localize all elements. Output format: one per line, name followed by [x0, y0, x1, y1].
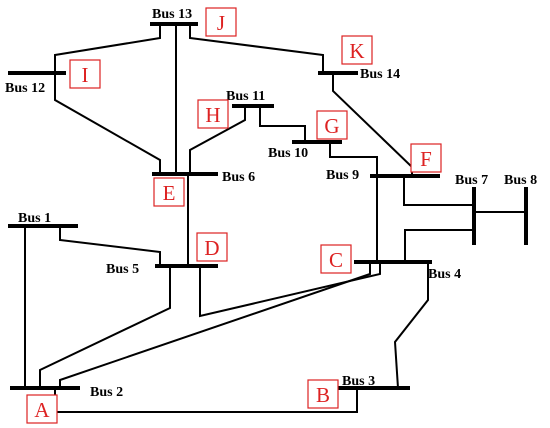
line-bus10-bus11	[259, 106, 306, 142]
line-bus2-bus5	[39, 266, 171, 388]
bus-5-label: Bus 5	[106, 262, 139, 277]
bus-4-label: Bus 4	[428, 267, 461, 282]
area-a-label: A	[26, 394, 58, 424]
svg-text:H: H	[205, 103, 220, 127]
area-k-label: K	[341, 35, 373, 65]
svg-text:D: D	[204, 236, 219, 260]
bus-8-label: Bus 8	[504, 173, 537, 188]
svg-text:E: E	[163, 181, 176, 205]
area-e-label: E	[153, 177, 185, 207]
bus-7-label: Bus 7	[455, 173, 488, 188]
line-bus6-bus11	[189, 106, 246, 174]
line-bus6-bus12	[54, 73, 161, 174]
svg-text:F: F	[420, 147, 432, 171]
bus-labels: Bus 1 Bus 2 Bus 3 Bus 4 Bus 5 Bus 6 Bus …	[5, 7, 537, 400]
svg-text:A: A	[34, 398, 50, 422]
line-bus13-bus14	[189, 24, 324, 73]
bus-13-label: Bus 13	[152, 7, 192, 22]
bus-12-label: Bus 12	[5, 81, 45, 96]
area-i-label: I	[69, 59, 101, 89]
svg-text:C: C	[329, 248, 343, 272]
transmission-lines	[24, 24, 526, 413]
area-c-label: C	[320, 244, 352, 274]
area-h-label: H	[197, 99, 229, 129]
area-j-label: J	[205, 7, 237, 37]
bus-9-label: Bus 9	[326, 168, 359, 183]
svg-text:J: J	[217, 11, 225, 35]
bus-14-label: Bus 14	[360, 67, 400, 82]
line-bus12-bus13	[54, 24, 161, 73]
bus-6-label: Bus 6	[222, 170, 255, 185]
bus-10-label: Bus 10	[268, 146, 308, 161]
svg-text:G: G	[324, 114, 339, 138]
area-f-label: F	[410, 143, 442, 173]
line-bus1-bus5	[59, 226, 161, 266]
line-bus3-bus4	[393, 262, 429, 389]
line-bus7-bus9	[403, 176, 474, 206]
bus-3-label: Bus 3	[342, 374, 375, 389]
busbars	[8, 22, 528, 390]
svg-text:I: I	[82, 63, 89, 87]
bus-2-label: Bus 2	[90, 385, 123, 400]
line-bus4-bus5	[199, 262, 381, 318]
area-d-label: D	[196, 232, 228, 262]
line-bus9-bus10	[329, 142, 378, 176]
bus-11-label: Bus 11	[226, 89, 265, 104]
area-labels: A B C D E F G H	[26, 7, 442, 424]
bus-1-label: Bus 1	[18, 211, 51, 226]
line-bus2-bus4	[59, 262, 371, 388]
area-b-label: B	[307, 379, 339, 409]
line-bus4-bus7	[404, 229, 474, 262]
svg-text:K: K	[349, 39, 364, 63]
svg-text:B: B	[316, 383, 330, 407]
area-g-label: G	[316, 110, 348, 140]
